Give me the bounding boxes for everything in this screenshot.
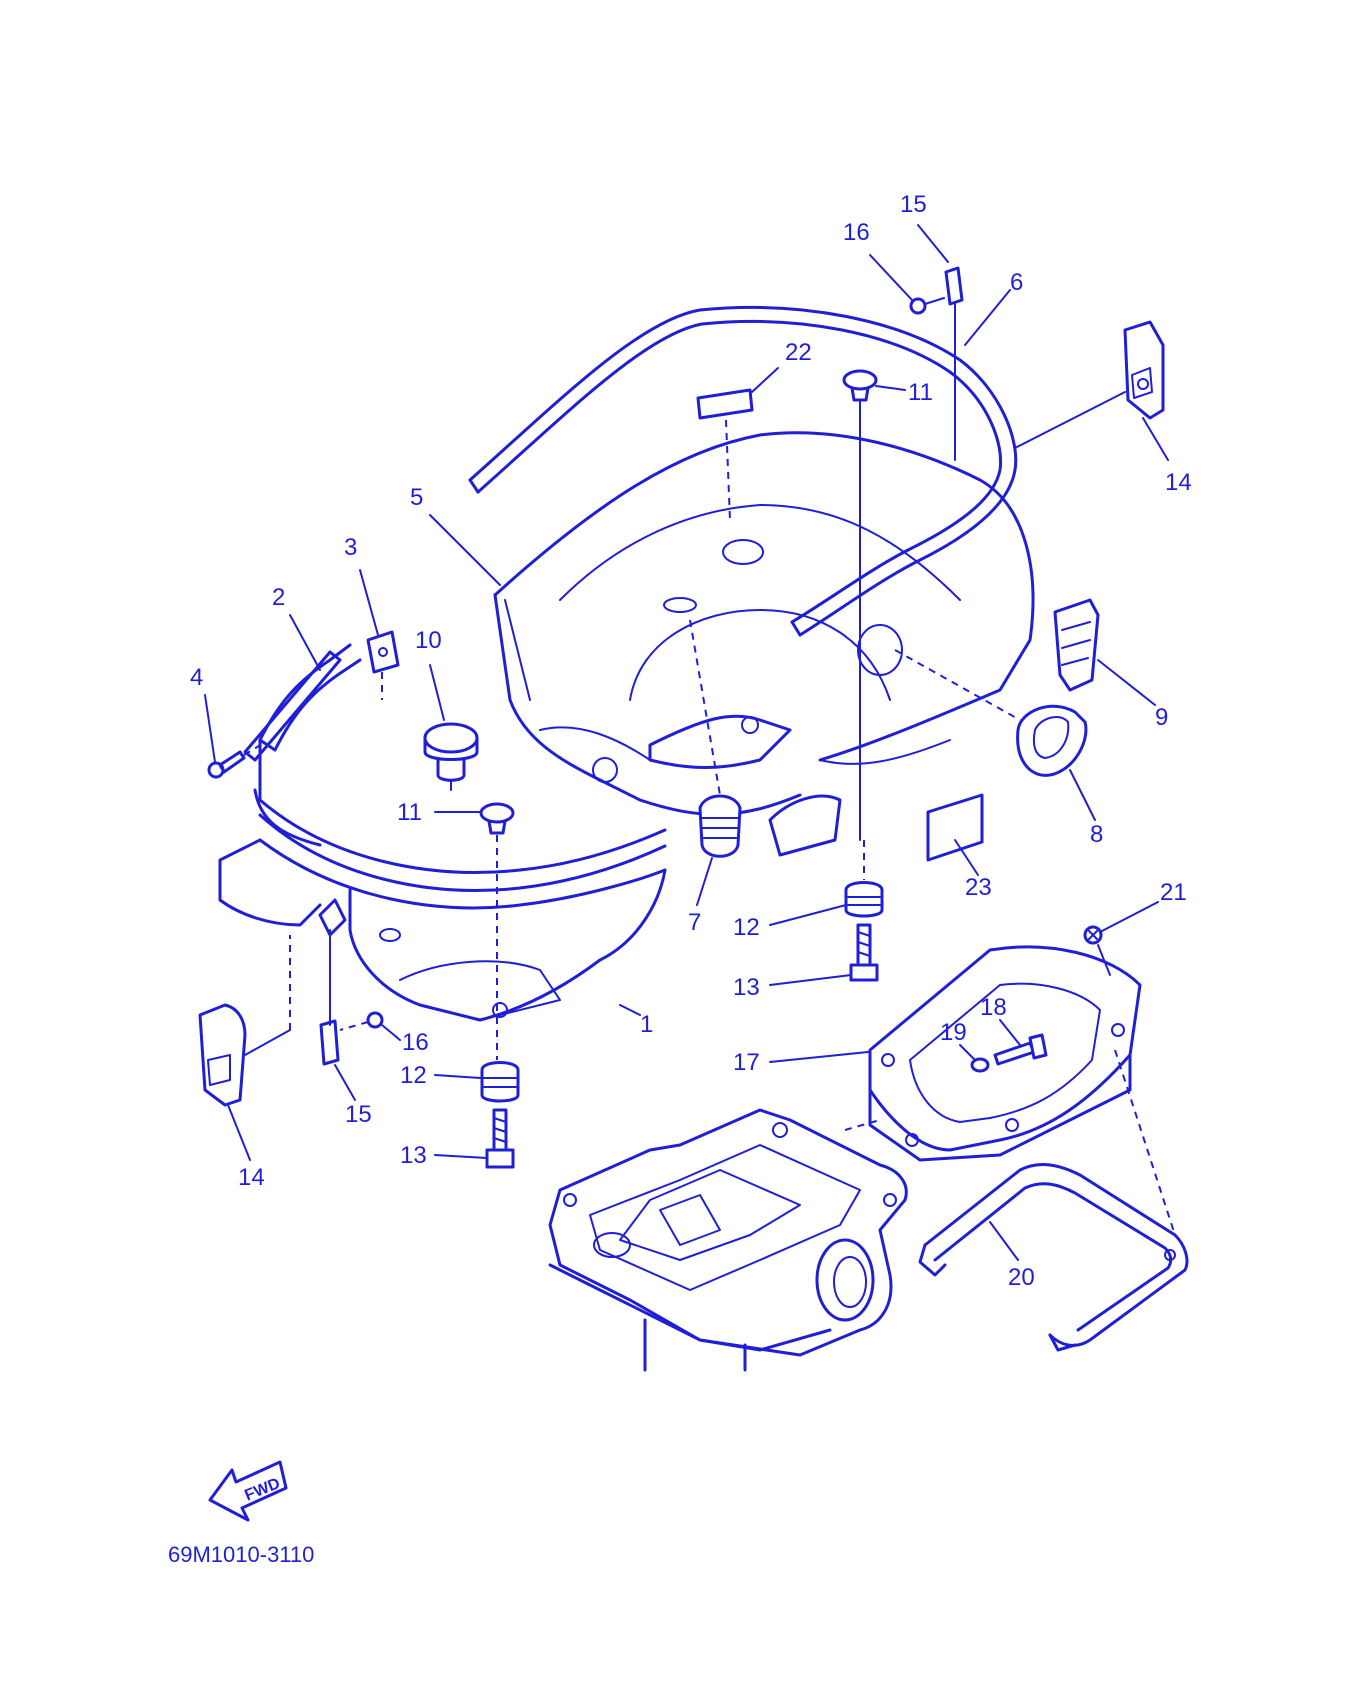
- part-8-seal: [894, 649, 1088, 777]
- callout-14-right: 14: [1165, 469, 1192, 496]
- part-6-seal-strip: [468, 305, 1018, 637]
- part-12-mount-right: [844, 840, 884, 918]
- part-13-bolt-left: [485, 1108, 515, 1169]
- part-18-bolt: [993, 1033, 1048, 1066]
- part-20-bracket: [918, 1163, 1189, 1352]
- part-16-screw-lower: [339, 1011, 384, 1031]
- callout-9: 9: [1155, 704, 1168, 731]
- callout-16-lower: 16: [402, 1029, 429, 1056]
- diagram-part-code: 69M1010-3110: [168, 1542, 314, 1567]
- callout-6: 6: [1010, 269, 1023, 296]
- part-22-label: [696, 388, 754, 521]
- callout-12-right: 12: [733, 914, 760, 941]
- part-5-bottom-cowling-rear: [493, 431, 1035, 857]
- callout-7: 7: [688, 909, 701, 936]
- part-12-mount-left: [480, 1061, 520, 1103]
- callout-18: 18: [980, 994, 1007, 1021]
- callout-2: 2: [272, 584, 285, 611]
- part-11-grommet-lower: [479, 802, 515, 1060]
- part-11-grommet-upper: [842, 369, 878, 841]
- part-9-seal: [1053, 598, 1100, 692]
- part-10-grommet: [423, 722, 479, 791]
- callout-labels: 1 2 3 4 5 6 7 8 9 10 11 11 12 12 13 13 1…: [190, 191, 1192, 1291]
- part-15-clip-upper: [944, 266, 964, 461]
- part-19-washer: [970, 1057, 990, 1073]
- part-4-screw: [207, 743, 263, 779]
- callout-3: 3: [344, 534, 357, 561]
- callout-8: 8: [1090, 821, 1103, 848]
- callout-15-lower: 15: [345, 1101, 372, 1128]
- part-7-grommet: [689, 619, 742, 858]
- part-14-lever-left: [198, 935, 291, 1107]
- part-2-seal-strip: [243, 650, 342, 847]
- callout-11-upper: 11: [908, 379, 933, 406]
- callout-11-lower: 11: [397, 799, 422, 826]
- callout-leaders: [204, 224, 1169, 1261]
- callout-21: 21: [1160, 879, 1187, 906]
- lower-unit-case: [548, 1108, 908, 1372]
- part-14-lever-right: [1014, 320, 1165, 449]
- callout-13-left: 13: [400, 1142, 427, 1169]
- callout-20: 20: [1008, 1264, 1035, 1291]
- callout-4: 4: [190, 664, 203, 691]
- part-15-clip-lower: [319, 929, 340, 1066]
- part-3-clip: [366, 630, 400, 700]
- part-13-bolt-right: [849, 923, 879, 982]
- callout-5: 5: [410, 484, 423, 511]
- part-21-screw: [1083, 925, 1176, 1236]
- callout-12-left: 12: [400, 1062, 427, 1089]
- part-1-bottom-cowling-front: [218, 643, 667, 1022]
- callout-16-upper: 16: [843, 219, 870, 246]
- part-16-screw-upper: [909, 297, 945, 315]
- callout-17: 17: [733, 1049, 760, 1076]
- part-23-label: [926, 793, 984, 862]
- callout-23: 23: [965, 874, 992, 901]
- callout-1: 1: [640, 1011, 653, 1038]
- callout-15-upper: 15: [900, 191, 927, 218]
- part-17-plate: [844, 945, 1142, 1162]
- callout-13-right: 13: [733, 974, 760, 1001]
- callout-10: 10: [415, 627, 442, 654]
- callout-14-left: 14: [238, 1164, 265, 1191]
- callout-22: 22: [785, 339, 812, 366]
- fwd-direction-arrow: FWD: [208, 1460, 288, 1522]
- callout-19: 19: [940, 1019, 967, 1046]
